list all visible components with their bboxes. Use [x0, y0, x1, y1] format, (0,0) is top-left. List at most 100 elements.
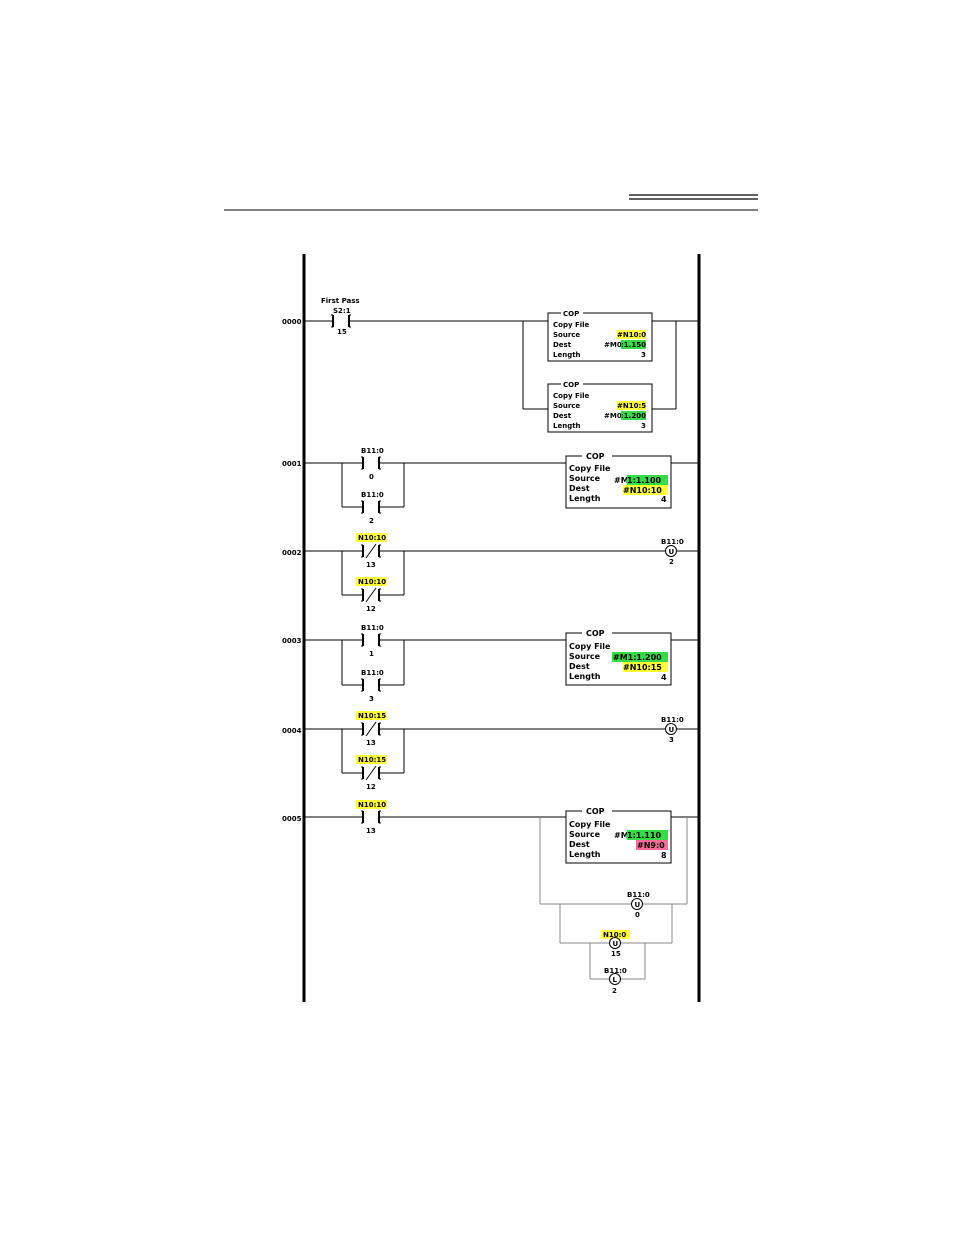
- xic-contact[interactable]: B11:0 0: [361, 447, 384, 481]
- dest-label: Dest: [569, 840, 590, 849]
- contact-bit: 2: [369, 517, 374, 525]
- length-label: Length: [553, 422, 581, 430]
- instruction-title: Copy File: [553, 392, 590, 400]
- unlatch-coil-icon: [609, 937, 621, 949]
- coil-address: B11:0: [604, 967, 627, 975]
- instruction-title: Copy File: [553, 321, 590, 329]
- dest-prefix: #M0: [604, 341, 622, 349]
- coil-letter: L: [613, 976, 618, 984]
- length-value: 4: [661, 495, 667, 504]
- contact-bit: 15: [337, 328, 347, 336]
- length-value: 4: [661, 673, 667, 682]
- dest-label: Dest: [553, 341, 572, 349]
- rung-0004[interactable]: 0004 N10:15 13 N10:15: [282, 711, 699, 791]
- xic-contact[interactable]: B11:0 3: [361, 669, 384, 703]
- length-value: 3: [641, 351, 646, 359]
- coil-bit: 3: [669, 736, 674, 744]
- rung-0003[interactable]: 0003 B11:0 1 B11:0 3: [282, 624, 699, 703]
- cop-instruction[interactable]: COP Copy File Source #M 1:1.100 Dest #N1…: [565, 452, 672, 509]
- coil-letter: U: [669, 548, 675, 556]
- rung-0000[interactable]: 0000 First Pass S2:1 15 COP Copy File: [282, 297, 699, 433]
- yellow-highlight: [356, 711, 387, 720]
- xic-contact[interactable]: First Pass S2:1 15: [321, 297, 360, 336]
- latch-coil-icon: [609, 973, 621, 985]
- contact-address: N10:10: [358, 801, 386, 809]
- xic-contact[interactable]: B11:0 2: [361, 491, 384, 525]
- xic-contact-icon: [361, 810, 381, 824]
- xio-contact-icon: [361, 721, 381, 737]
- otu-coil[interactable]: N10:0 U 15: [601, 930, 630, 958]
- instruction-name: COP: [586, 807, 605, 816]
- length-label: Length: [569, 672, 601, 681]
- instruction-title: Copy File: [569, 820, 611, 829]
- contact-bit: 13: [366, 827, 376, 835]
- coil-bit: 2: [669, 558, 674, 566]
- source-value: #N10:5: [617, 402, 646, 410]
- contact-bit: 13: [366, 739, 376, 747]
- xio-contact-icon: [361, 587, 381, 603]
- rung-0002[interactable]: 0002 N10:10 13 N10:10: [282, 533, 699, 613]
- dest-label: Dest: [569, 484, 590, 493]
- yellow-highlight: [617, 330, 646, 339]
- contact-bit: 13: [366, 561, 376, 569]
- dest-value: #N10:15: [623, 663, 662, 672]
- xic-contact-icon: [361, 456, 381, 470]
- coil-bit: 2: [612, 987, 617, 995]
- contact-bit: 1: [369, 650, 374, 658]
- source-prefix: #M: [614, 476, 629, 485]
- unlatch-coil-icon: [665, 723, 677, 735]
- xio-contact[interactable]: N10:15 13: [356, 711, 387, 747]
- yellow-highlight: [356, 577, 387, 586]
- cop-instruction[interactable]: COP Copy File Source #N10:0 Dest #M0 :1.…: [547, 309, 653, 362]
- instruction-name: COP: [586, 452, 605, 461]
- xio-contact[interactable]: N10:15 12: [356, 755, 387, 791]
- instruction-name: COP: [563, 310, 579, 318]
- length-label: Length: [569, 494, 601, 503]
- instruction-name: COP: [586, 629, 605, 638]
- rung-0005[interactable]: 0005 N10:10 13: [282, 800, 699, 995]
- coil-address: B11:0: [627, 891, 650, 899]
- rung-number: 0002: [282, 549, 302, 557]
- coil-bit: 0: [635, 911, 640, 919]
- cop-instruction[interactable]: COP Copy File Source #N10:5 Dest #M0 :1.…: [547, 380, 653, 433]
- xio-contact[interactable]: N10:10 12: [356, 577, 387, 613]
- dest-value: :1.150: [621, 341, 646, 349]
- length-label: Length: [569, 850, 601, 859]
- rung-number: 0000: [282, 318, 302, 326]
- source-label: Source: [553, 331, 580, 339]
- otl-coil[interactable]: B11:0 L 2: [604, 967, 627, 995]
- yellow-highlight: [623, 485, 668, 495]
- header-rules: [224, 194, 758, 211]
- contact-address: N10:15: [358, 712, 386, 720]
- coil-letter: U: [669, 726, 675, 734]
- dest-value: #N9:0: [637, 841, 665, 850]
- rung-number: 0001: [282, 460, 302, 468]
- instruction-title: Copy File: [569, 642, 611, 651]
- source-label: Source: [569, 652, 601, 661]
- yellow-highlight: [623, 662, 668, 672]
- xio-contact[interactable]: N10:10 13: [356, 533, 387, 569]
- xio-contact-icon: [361, 543, 381, 559]
- otu-coil[interactable]: B11:0 U 0: [627, 891, 650, 919]
- rung-0001[interactable]: 0001 B11:0 0 B11:0 2: [282, 447, 699, 525]
- dest-value: :1.200: [621, 412, 646, 420]
- green-highlight: [612, 652, 668, 662]
- unlatch-coil-icon: [665, 545, 677, 557]
- green-highlight: [621, 411, 646, 420]
- cop-instruction[interactable]: COP Copy File Source #M1:1.200 Dest #N10…: [565, 629, 672, 686]
- contact-description: First Pass: [321, 297, 360, 305]
- xic-contact[interactable]: B11:0 1: [361, 624, 384, 658]
- pink-highlight: [636, 840, 668, 850]
- contact-bit: 12: [366, 783, 376, 791]
- contact-bit: 0: [369, 473, 374, 481]
- yellow-highlight: [617, 401, 646, 410]
- otu-coil[interactable]: B11:0 U 2: [661, 538, 684, 566]
- xic-contact[interactable]: N10:10 13: [356, 800, 387, 835]
- xic-contact-icon: [331, 314, 351, 328]
- source-prefix: #M: [614, 831, 629, 840]
- dest-label: Dest: [569, 662, 590, 671]
- green-highlight: [627, 830, 668, 840]
- cop-instruction[interactable]: COP Copy File Source #M 1:1.110 Dest #N9…: [565, 807, 672, 864]
- otu-coil[interactable]: B11:0 U 3: [661, 716, 684, 744]
